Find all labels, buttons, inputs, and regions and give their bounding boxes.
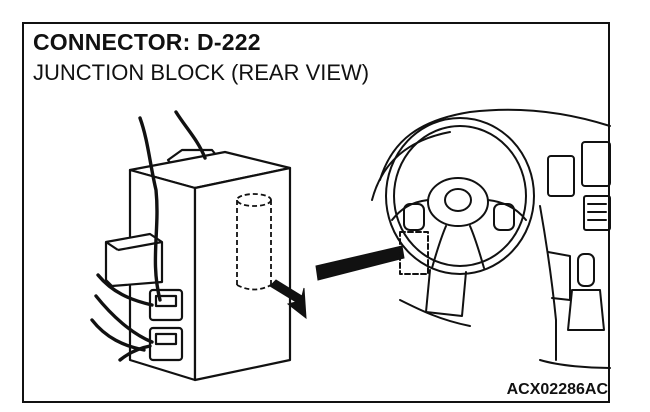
wire-harness [90, 110, 207, 362]
side-bracket [104, 232, 164, 288]
arrow-icon [269, 279, 307, 320]
leader-pointer [315, 245, 405, 281]
connector-title: CONNECTOR: D-222 [33, 29, 261, 55]
view-subtitle: JUNCTION BLOCK (REAR VIEW) [33, 60, 370, 85]
dashboard-view [371, 108, 611, 369]
center-vent [547, 155, 575, 197]
center-display [581, 141, 611, 187]
junction-block [104, 148, 292, 382]
dash-connector-marker [399, 231, 429, 275]
steering-hub [427, 177, 489, 227]
block-front-face [193, 166, 292, 382]
diagram-frame [22, 22, 610, 403]
figure-code: ACX02286AC [506, 381, 608, 398]
steering-wheel [385, 117, 535, 275]
connector-location-marker [236, 193, 272, 291]
gear-shifter [577, 253, 595, 287]
